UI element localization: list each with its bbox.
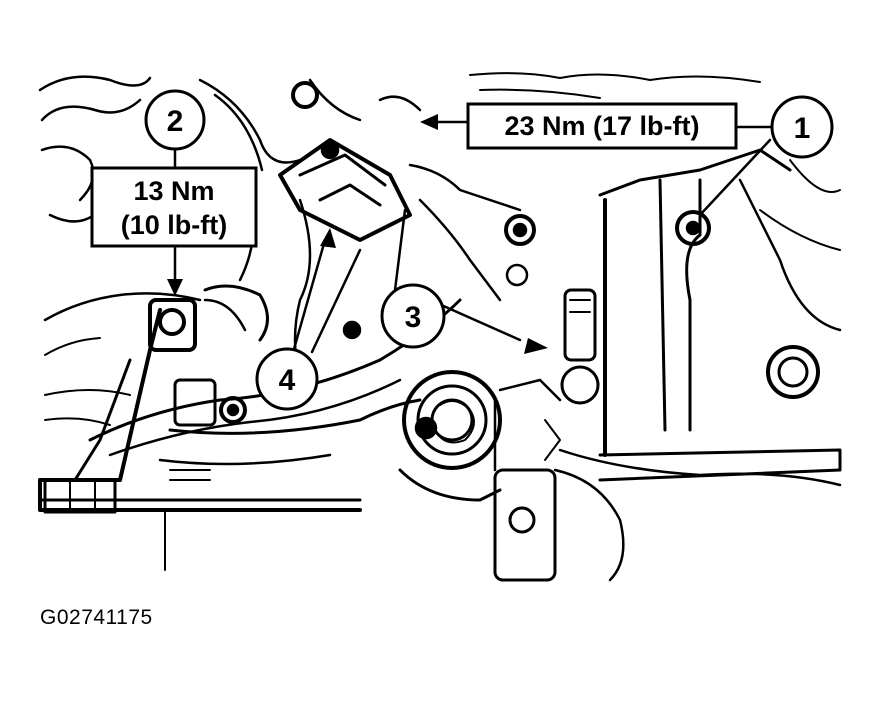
callout-3: 3 xyxy=(380,283,446,349)
engine-line-art xyxy=(38,72,842,582)
arrow-heads xyxy=(167,114,548,354)
callout-1-number: 1 xyxy=(794,112,811,145)
arrow-head-3 xyxy=(524,338,548,354)
torque-label-13nm-line1: 13 Nm xyxy=(133,176,214,206)
callout-4: 4 xyxy=(255,347,319,411)
torque-box-13nm: 13 Nm (10 lb-ft) xyxy=(90,166,258,248)
figure-id: G02741175 xyxy=(40,606,153,629)
arrow-head-4 xyxy=(320,228,336,248)
torque-box-23nm: 23 Nm (17 lb-ft) xyxy=(466,102,738,150)
leader-lines xyxy=(173,120,774,358)
callout-4-number: 4 xyxy=(279,364,296,397)
callout-2: 2 xyxy=(144,89,206,151)
arrow-head-23nm xyxy=(420,114,438,130)
callout-2-number: 2 xyxy=(167,105,184,138)
callout-1: 1 xyxy=(770,95,834,159)
callout-3-number: 3 xyxy=(405,301,422,334)
torque-label-23nm: 23 Nm (17 lb-ft) xyxy=(504,111,699,141)
arrow-head-13nm xyxy=(167,279,183,296)
torque-label-13nm-line2: (10 lb-ft) xyxy=(121,210,227,240)
